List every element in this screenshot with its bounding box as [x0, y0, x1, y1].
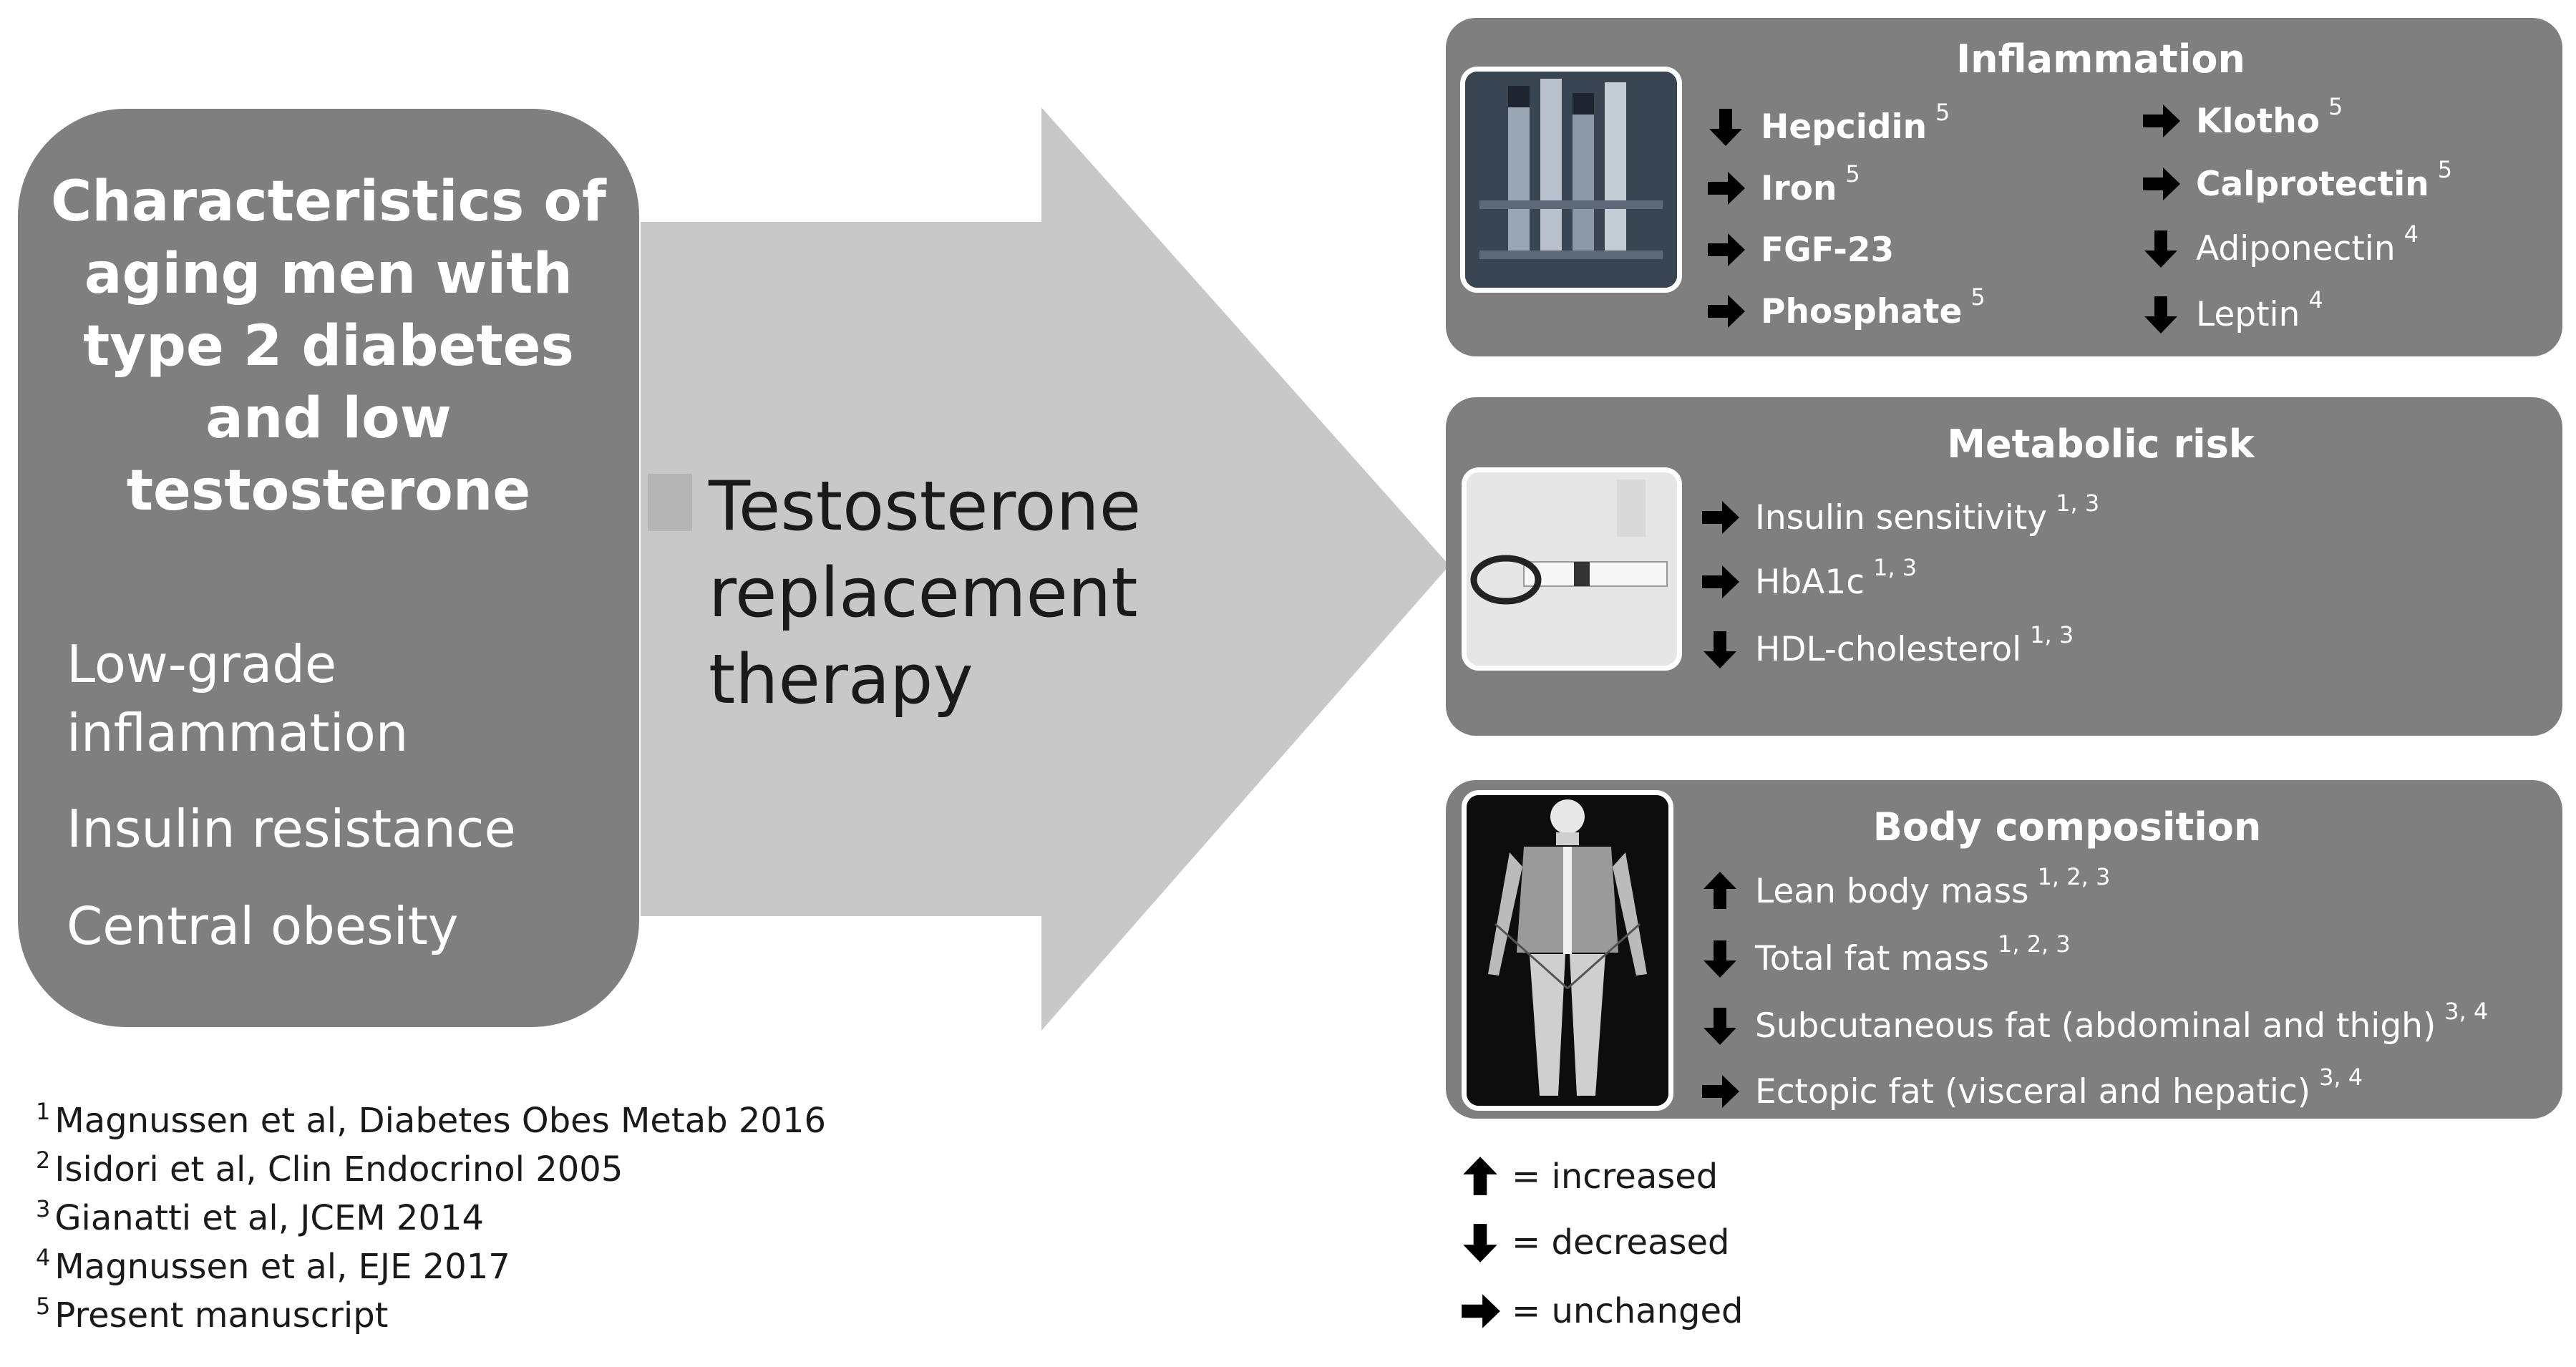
- arrow-down-icon: [1709, 109, 1742, 146]
- arrow-right-icon: [1702, 1075, 1739, 1108]
- body-composition-title: Body composition: [1872, 804, 2262, 850]
- item-fgf23: FGF-23: [1705, 229, 1902, 271]
- metabolic-title: Metabolic risk: [1947, 422, 2255, 467]
- arrow-down-icon: [2144, 296, 2177, 334]
- item-ectopic-fat: Ectopic fat (visceral and hepatic)3, 4: [1699, 1064, 2363, 1112]
- arrow-right-icon: [1708, 172, 1745, 205]
- metabolic-panel: Metabolic risk: [1446, 397, 2562, 736]
- inflammation-title: Inflammation: [1956, 37, 2245, 82]
- arrow-right-icon: [1702, 501, 1739, 534]
- arrow-down-icon: [1463, 1224, 1497, 1263]
- arrow-up-icon: [1703, 872, 1736, 909]
- arrow-up-icon: [1463, 1157, 1497, 1195]
- body-composition-panel: Body composition: [1446, 780, 2562, 1119]
- characteristics-box: [18, 109, 639, 1027]
- arrow-down-icon: [2144, 230, 2177, 268]
- legend-decreased: = decreased: [1459, 1221, 1730, 1264]
- arrow-down-icon: [1703, 940, 1736, 978]
- syringe-photo: [1462, 467, 1682, 671]
- inflammation-panel: Inflammation: [1446, 18, 2562, 356]
- characteristics-title: Characteristics of aging men with type 2…: [51, 170, 606, 523]
- arrow-right-icon: [1708, 233, 1745, 266]
- arrow-right-icon: [1462, 1294, 1500, 1328]
- item-subcutaneous-fat: Subcutaneous fat (abdominal and thigh)3,…: [1699, 998, 2488, 1046]
- therapy-label: Testosterone replacement therapy: [709, 467, 1142, 719]
- arrow-right-icon: [1702, 565, 1739, 598]
- characteristic-central-obesity: Central obesity: [67, 896, 459, 956]
- arrow-right-icon: [1708, 295, 1745, 328]
- arrow-down-icon: [1703, 1008, 1736, 1045]
- characteristic-insulin-resistance: Insulin resistance: [67, 799, 516, 859]
- therapy-arrow-shape: [641, 107, 1449, 1031]
- arrow-right-icon: [2143, 167, 2180, 200]
- characteristic-low-grade-inflammation: Low-grade inflammation: [67, 634, 409, 763]
- arrow-right-icon: [2143, 104, 2180, 137]
- legend-increased: = increased: [1459, 1155, 1718, 1198]
- arrow-down-icon: [1703, 631, 1736, 668]
- blood-tubes-photo: [1460, 67, 1682, 293]
- legend-unchanged: = unchanged: [1459, 1290, 1743, 1333]
- dexa-scan-photo: [1462, 790, 1673, 1111]
